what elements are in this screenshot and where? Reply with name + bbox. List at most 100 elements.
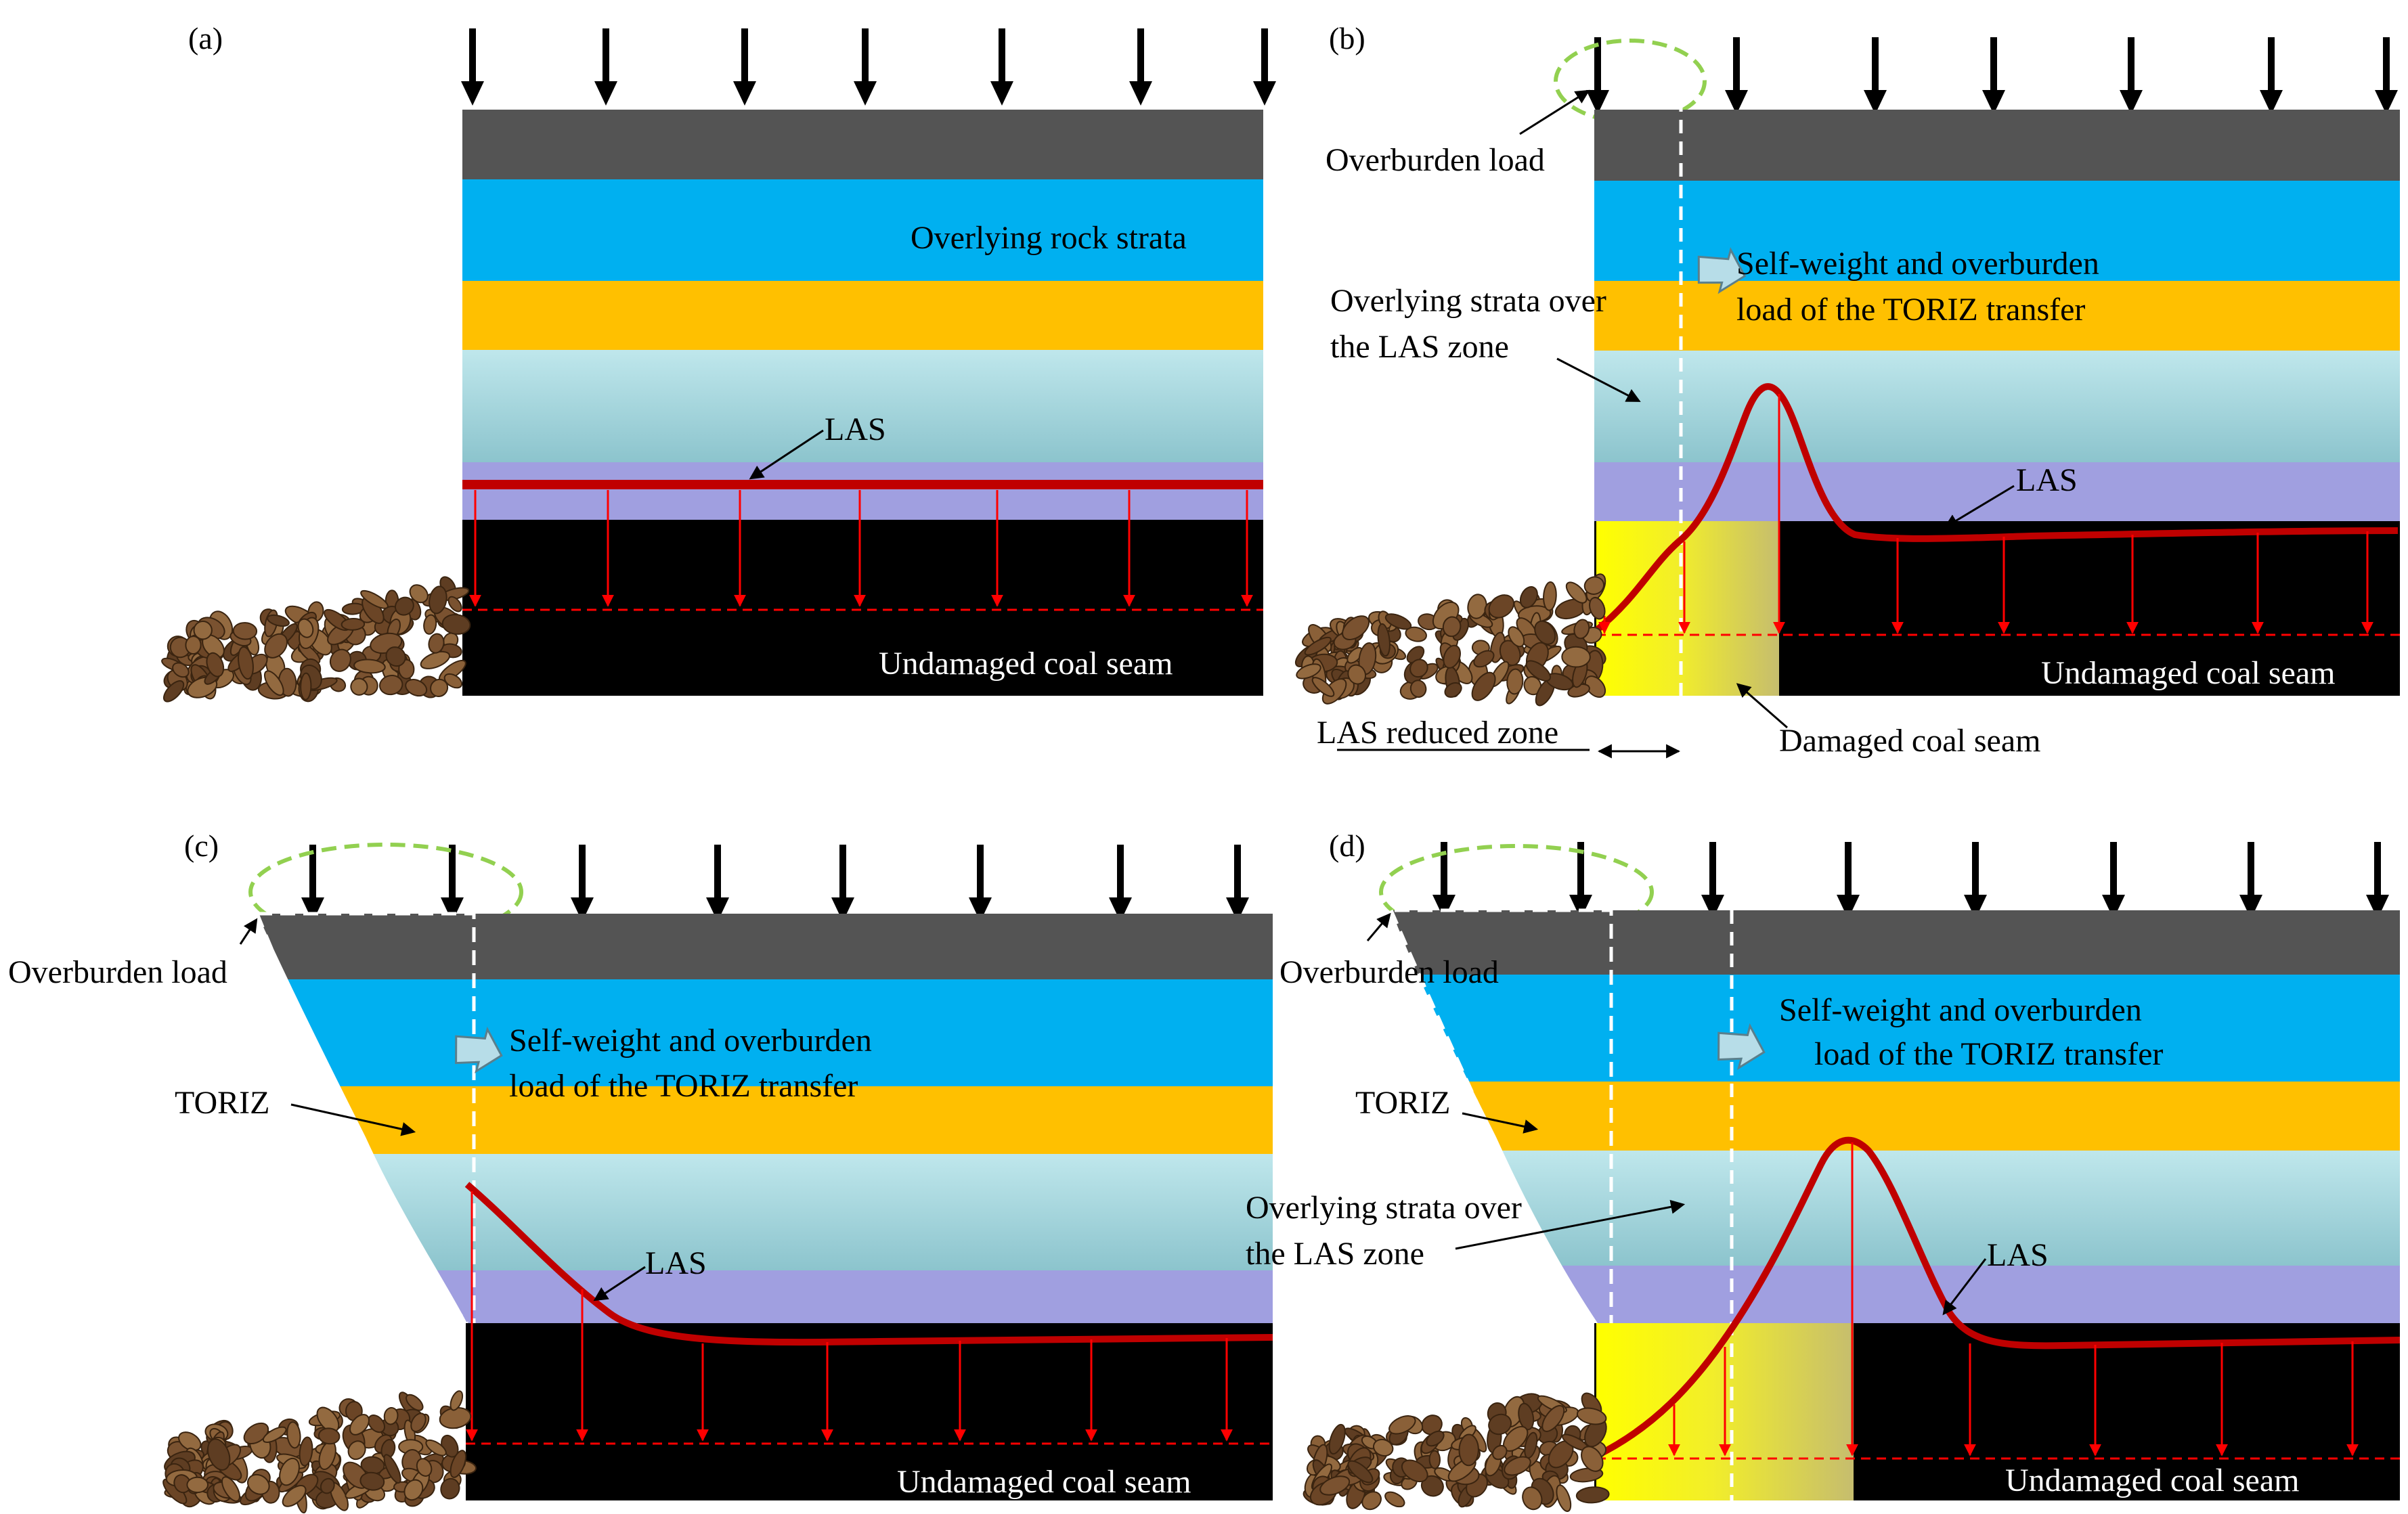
rubble-stone [430, 678, 449, 697]
panel-c-las-curve [464, 1182, 1273, 1346]
rubble-stone [297, 618, 314, 638]
rubble-stone [279, 1457, 300, 1486]
panel-b-top-layer [1594, 110, 2400, 181]
panel-d-transfer-arrow-icon [1717, 1023, 1766, 1070]
panel-b-damaged-pointer [1736, 683, 1788, 729]
panel-a-strata-label: Overlying rock strata [911, 220, 1187, 256]
rubble-stone [1492, 1444, 1508, 1461]
rubble-stone [1488, 594, 1514, 619]
rubble-stone [1384, 613, 1412, 630]
panel-b-strata-label-1: Overlying strata over [1330, 283, 1606, 319]
rubble-stone [360, 589, 389, 609]
panel-b-las-curve [1595, 383, 2399, 632]
rubble-stone [1428, 1450, 1441, 1469]
rubble-stone [350, 677, 368, 696]
rubble-stone [1575, 1486, 1610, 1504]
panel-c-purple-layer [257, 1270, 1273, 1323]
rubble-stone [347, 1440, 366, 1461]
panel-d-coal-label: Undamaged coal seam [2005, 1463, 2299, 1498]
panel-c-coal-seam [466, 1323, 1273, 1500]
rubble-stone [1328, 1423, 1346, 1455]
panel-d-overburden-label: Overburden load [1279, 954, 1499, 990]
rubble-stone [409, 584, 429, 604]
rubble-stone [1372, 1438, 1394, 1457]
panel-c-toriz-pointer [290, 1103, 416, 1136]
rubble-stone [1342, 615, 1370, 640]
rubble-stone [1296, 663, 1321, 680]
rubble-stone [1543, 581, 1557, 611]
rubble-stone [383, 1454, 401, 1484]
panel-b-strata-label-2: the LAS zone [1330, 329, 1509, 365]
panel-c-orange-layer [257, 1086, 1273, 1154]
rubble-stone [440, 1477, 460, 1500]
panel-c-las-pointer [593, 1266, 646, 1301]
panel-b-reduced-label: LAS reduced zone [1317, 715, 1558, 751]
rubble-stone [1584, 675, 1606, 698]
panel-b-las-label: LAS [2016, 462, 2078, 498]
panel-c-tag: (c) [184, 828, 219, 863]
rubble-stone [394, 596, 414, 616]
rubble-stone [286, 1421, 301, 1449]
panel-a-rubble [161, 576, 471, 703]
rubble-stone [1401, 1459, 1428, 1483]
panel-a: (a) Overlying rock strata LAS [161, 21, 1276, 703]
rubble-stone [232, 622, 258, 640]
rubble-stone [267, 614, 290, 627]
panel-b-damaged-label: Damaged coal seam [1779, 723, 2040, 759]
panel-d-strata-label-2: the LAS zone [1246, 1236, 1424, 1272]
panel-d-blue-layer [1391, 975, 2400, 1082]
panel-d-tag: (d) [1329, 828, 1365, 863]
panel-c-transfer-label-1: Self-weight and overburden [509, 1023, 872, 1059]
rubble-stone [1589, 596, 1606, 620]
panel-b-lightblue-layer [1594, 351, 2400, 462]
panel-c-transfer-boundary [257, 912, 476, 1340]
rubble-stone [1471, 671, 1496, 701]
panel-c: (c) [8, 828, 1273, 1514]
rubble-stone [207, 1438, 231, 1471]
rubble-stone [299, 1436, 313, 1467]
panel-b-strata-pointer [1556, 357, 1641, 402]
panel-c-strata [255, 912, 1273, 1500]
panel-a-orange-layer [462, 281, 1263, 350]
rubble-stone [1384, 1491, 1405, 1508]
rubble-stone [282, 1485, 307, 1507]
rubble-stone [1556, 1484, 1572, 1512]
panel-b-orange-layer [1594, 281, 2400, 351]
rubble-stone [1525, 660, 1552, 682]
rubble-stone [1319, 1475, 1351, 1496]
panel-c-rubble [162, 1390, 477, 1514]
rubble-stone [450, 1450, 467, 1478]
rubble-stone [1583, 576, 1605, 595]
rubble-stone [1561, 646, 1591, 668]
rubble-stone [428, 633, 445, 654]
panel-a-stress-arrows [469, 490, 1253, 607]
rubble-stone [329, 648, 351, 672]
rubble-stone [221, 1476, 240, 1502]
rubble-stone [353, 659, 386, 674]
rubble-stone [1565, 581, 1588, 604]
rubble-stone [1499, 640, 1521, 666]
rubble-stone [172, 662, 190, 678]
panel-b-damaged-coal [1596, 521, 1779, 696]
panel-d-stress-arrows [1668, 1142, 2359, 1456]
panel-c-load-arrows [301, 845, 1249, 922]
panel-b-load-arrows [1586, 37, 2398, 114]
panel-d-las-curve [1596, 1136, 2401, 1459]
rubble-stone [406, 1394, 424, 1411]
rubble-stone [383, 1406, 399, 1425]
rubble-stone [1409, 659, 1428, 678]
rubble-stone [186, 1476, 209, 1494]
rubble-stone [238, 646, 254, 680]
panel-a-coal-label: Undamaged coal seam [879, 646, 1173, 682]
panel-d-strata-pointer [1455, 1199, 1686, 1250]
panel-c-blue-layer [257, 979, 1273, 1086]
rubble-stone [405, 679, 428, 697]
rubble-stone [193, 620, 213, 640]
rubble-stone [443, 673, 463, 689]
panel-d-toriz-pointer [1462, 1112, 1539, 1134]
panel-d-toriz-label: TORIZ [1355, 1085, 1450, 1121]
panel-b-transfer-arrow-icon [1697, 247, 1747, 294]
panel-d-top-layer [1391, 910, 2400, 975]
panel-d-orange-layer [1391, 1082, 2400, 1151]
